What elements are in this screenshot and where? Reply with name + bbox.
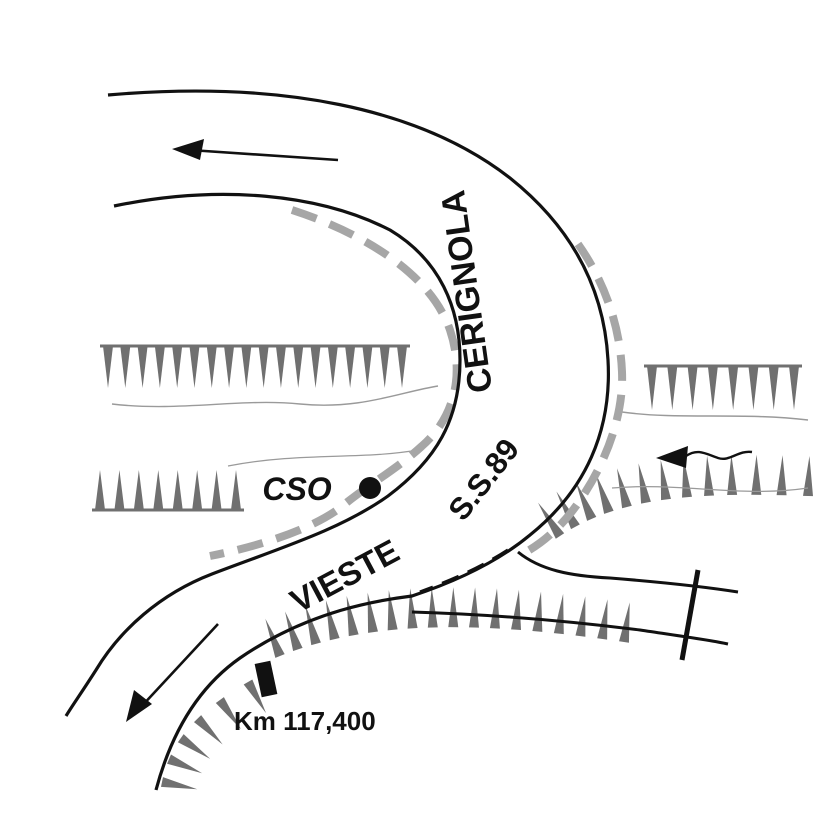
filled-circle-icon [359, 477, 381, 499]
road-label-vieste: VIESTE [284, 532, 405, 620]
embankment-bottom-left-spike [177, 734, 211, 759]
embankment-right-upper-spike [728, 366, 739, 410]
embankment-right-upper-spike [707, 366, 718, 410]
embankment-bottom-spike [305, 605, 321, 646]
site-label: CSO [262, 471, 331, 507]
embankment-bottom-spike [387, 590, 398, 631]
black-bar-icon [254, 660, 278, 698]
embankment-bottom-spike [619, 602, 630, 643]
road-label-cerignola: CERIGNOLA [434, 188, 500, 395]
embankment-right-lower-spike [596, 474, 614, 514]
stream-right-lower-line [611, 486, 809, 492]
embankment-left-lower-spike [114, 470, 125, 510]
stream-left-line [111, 385, 439, 408]
stream-left-lower-line [227, 449, 419, 467]
boundary-dashed-left [209, 206, 461, 560]
embankment-left-upper-spike [189, 346, 200, 388]
embankment-right-upper-spike [667, 366, 678, 410]
side-road-bottom-edge [411, 610, 729, 646]
embankment-right-upper-spike [687, 366, 698, 410]
embankment-right-upper-spike [647, 366, 657, 410]
embankment-right-lower-spike [638, 463, 651, 504]
embankment-right-lower-spike [751, 454, 762, 495]
embankment-left-upper-spike [258, 346, 269, 388]
side-road-barrier [679, 569, 701, 661]
km-marker-label: Km 117,400 [234, 706, 376, 736]
embankment-bottom-left-spike [243, 679, 267, 714]
embankment-left-upper-spike [137, 346, 148, 388]
embankment-left-lower-spike [192, 470, 203, 510]
embankment-left-upper-spike [310, 346, 321, 388]
embankment-left-upper-spike [293, 346, 304, 388]
wavy-arrow-icon [656, 446, 753, 468]
embankment-bottom-left-spike [160, 777, 198, 790]
embankment-right-lower-spike [776, 455, 787, 496]
embankment-left-upper-spike [120, 346, 131, 388]
embankment-left-upper-spike [172, 346, 183, 388]
embankment-left-lower-spike [172, 470, 183, 510]
embankment-left-lower-spike [211, 470, 222, 510]
road-edge-inner [64, 192, 462, 717]
embankment-left-upper-spike [275, 346, 286, 388]
embankment-right-upper-spike [748, 366, 759, 410]
embankment-bottom-left-spike [215, 697, 241, 730]
embankment-right-upper-spike [789, 366, 799, 410]
stream-right-line [621, 411, 809, 421]
embankment-left-upper-spike [327, 346, 338, 388]
road-edge-outer [107, 89, 610, 791]
boundary-dashed-right [516, 241, 627, 560]
embankment-bottom-spike [489, 588, 500, 629]
embankment-left-upper-spike [103, 346, 113, 388]
embankment-left-upper-spike [379, 346, 390, 388]
embankment-left-upper-spike [345, 346, 356, 388]
embankment-right-lower-spike [803, 456, 813, 497]
embankment-bottom-spike [367, 592, 378, 633]
embankment-left-lower-spike [153, 470, 164, 510]
embankment-right-lower-spike [616, 468, 632, 509]
arrow-left-icon [172, 139, 339, 162]
embankment-left-upper-spike [241, 346, 252, 388]
embankment-right-lower-spike [538, 502, 565, 539]
side-road-top-edge [517, 550, 739, 594]
embankment-hatching [92, 344, 813, 790]
embankment-bottom-spike [597, 599, 608, 640]
embankment-right-lower-spike [660, 459, 671, 501]
embankment-left-lower-spike [133, 470, 144, 510]
embankment-left-upper-spike [206, 346, 217, 388]
embankment-left-lower-spike [231, 470, 241, 510]
embankment-bottom-spike [575, 596, 586, 637]
embankment-left-upper-spike [224, 346, 235, 388]
embankment-bottom-left-spike [193, 715, 223, 745]
embankment-bottom-spike [325, 600, 340, 641]
embankment-left-upper-spike [397, 346, 407, 388]
embankment-left-lower-spike [95, 470, 105, 510]
embankment-bottom-spike [407, 588, 418, 629]
embankment-bottom-spike [532, 591, 543, 632]
embankment-right-lower-spike [727, 454, 738, 496]
embankment-bottom-spike [468, 587, 479, 628]
embankment-left-upper-spike [154, 346, 165, 388]
embankment-bottom-spike [285, 611, 303, 652]
embankment-left-upper-spike [362, 346, 373, 388]
embankment-bottom-spike [448, 587, 459, 628]
road-label-name: S.S.89 [441, 432, 526, 527]
embankment-bottom-spike [346, 595, 359, 637]
embankment-right-upper-spike [768, 366, 779, 410]
arrow-down-left-icon [126, 623, 219, 722]
embankment-bottom-spike [511, 589, 522, 631]
embankment-right-lower-spike [704, 455, 715, 496]
embankment-right-lower-spike [575, 482, 597, 521]
embankment-bottom-spike [427, 587, 438, 628]
road-edge-inner-dashed [419, 548, 509, 594]
embankment-bottom-spike [553, 593, 564, 635]
embankment-bottom-left-spike [167, 754, 203, 774]
